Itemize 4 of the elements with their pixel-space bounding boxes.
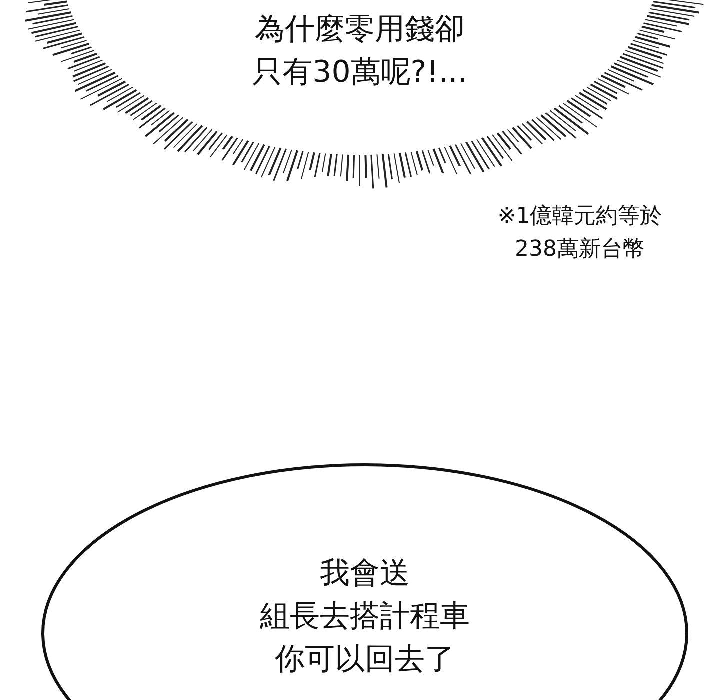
footnote-text: ※1億韓元約等於238萬新台幣 [496, 203, 664, 264]
speech-bubble [40, 462, 690, 700]
dialogue-text: 為什麼零用錢卻只有30萬呢?!... [252, 11, 468, 92]
dialogue-text: 我會送組長去搭計程車你可以回去了 [260, 555, 470, 679]
